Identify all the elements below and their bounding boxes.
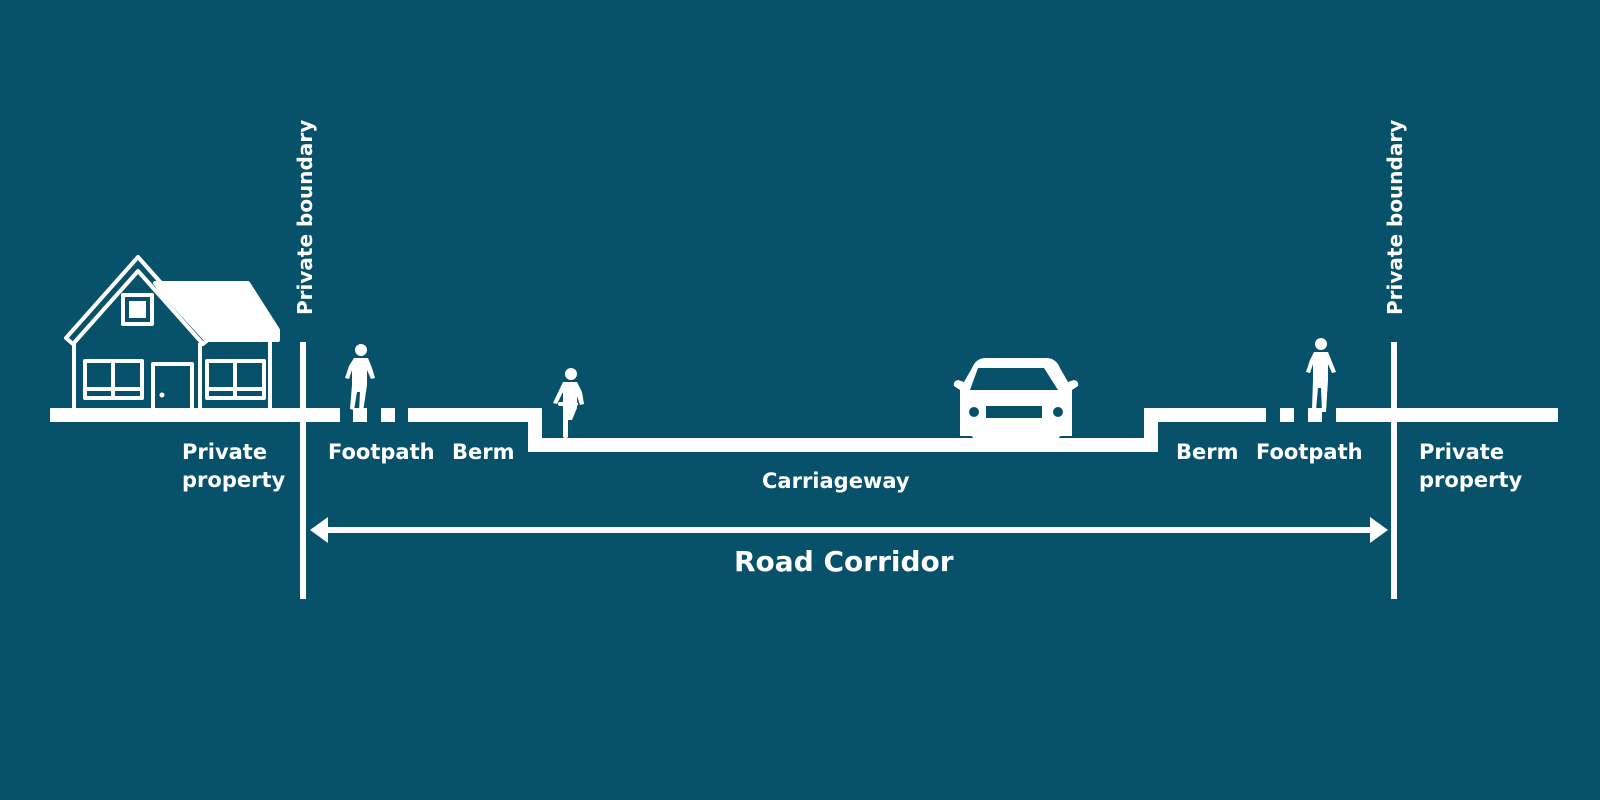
pedestrian-icon xyxy=(345,344,375,412)
berm-label-left: Berm xyxy=(452,440,515,464)
house-icon xyxy=(64,255,280,412)
berm-label-right: Berm xyxy=(1176,440,1239,464)
footpath-label-left: Footpath xyxy=(328,440,435,464)
footpath-label-right: Footpath xyxy=(1256,440,1363,464)
private-boundary-label-right: Private boundary xyxy=(1383,119,1407,315)
private-property-label-left: Private property xyxy=(182,440,286,492)
carriageway-label: Carriageway xyxy=(762,469,910,493)
private-boundary-label-left: Private boundary xyxy=(293,119,317,315)
private-boundary-line-left xyxy=(300,342,306,599)
cyclist-icon xyxy=(553,368,584,438)
car-icon xyxy=(953,358,1079,440)
road-corridor-label: Road Corridor xyxy=(734,545,954,578)
road-corridor-arrow xyxy=(310,517,1388,543)
private-boundary-line-right xyxy=(1391,342,1397,599)
private-property-label-right: Private property xyxy=(1419,440,1523,492)
pedestrian-icon xyxy=(1306,338,1336,412)
ground-profile xyxy=(50,408,1558,452)
